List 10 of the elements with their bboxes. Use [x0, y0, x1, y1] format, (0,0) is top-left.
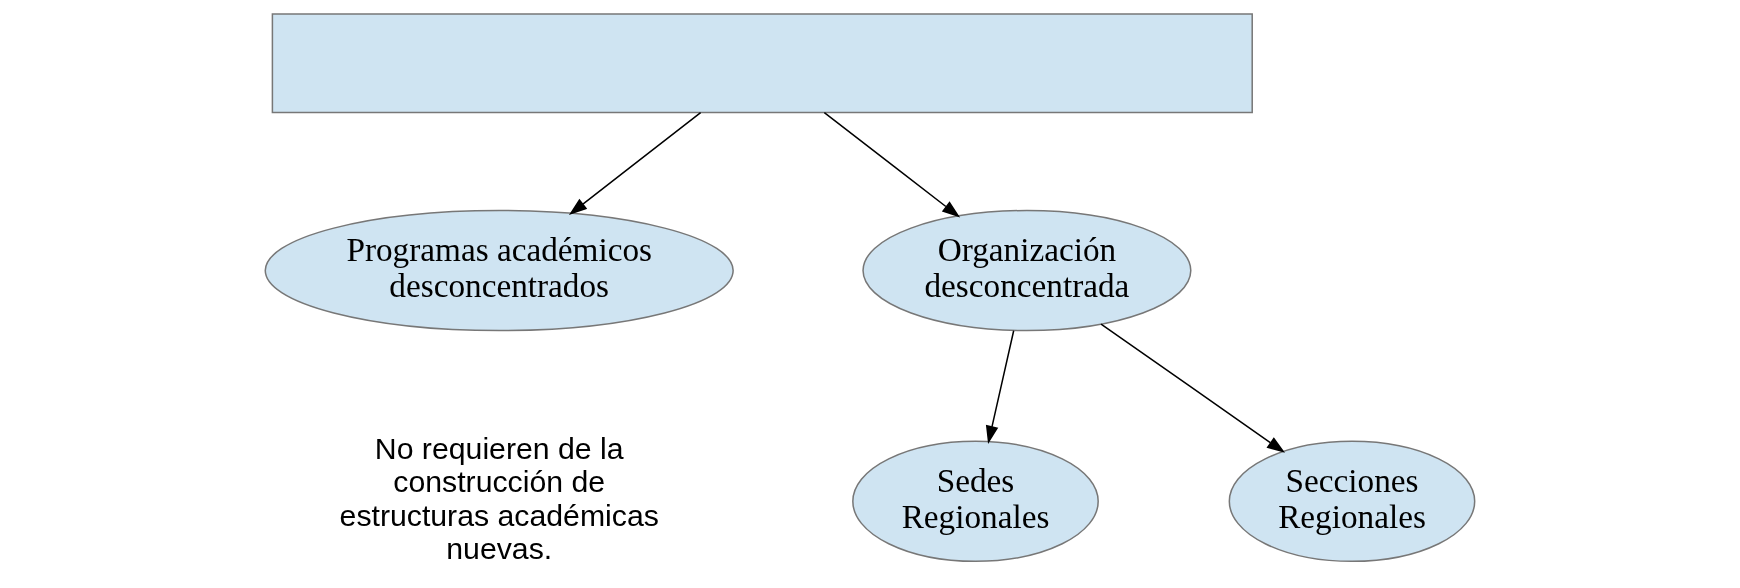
arrow — [568, 111, 702, 215]
node-ellipse: Organización desconcentrada — [862, 209, 1192, 332]
label: No requieren de la construcción de estructuras académicas nuevas. — [339, 431, 659, 565]
node-box — [271, 13, 1253, 114]
arrow — [985, 329, 1015, 444]
node-ellipse: Programas académicos desconcentrados — [264, 209, 734, 332]
node-ellipse: Secciones Regionales — [1228, 440, 1476, 563]
arrow — [823, 111, 961, 218]
node-ellipse: Sedes Regionales — [852, 440, 1099, 563]
arrow — [1100, 323, 1286, 453]
